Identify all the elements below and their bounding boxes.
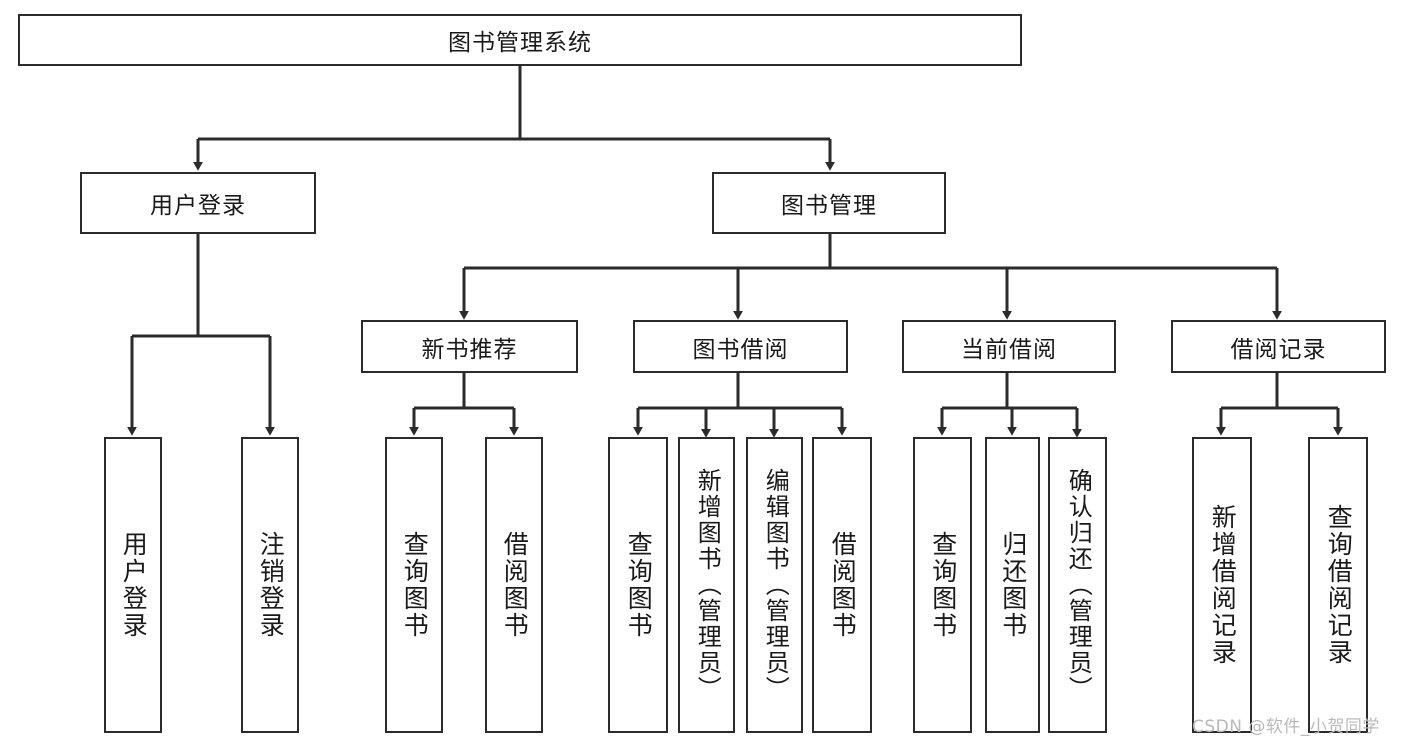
leaf-book-borrow-edit[interactable]: 编辑图书（管理员） (746, 437, 803, 733)
node-user-login[interactable]: 用户登录 (80, 172, 316, 234)
node-label: 确认归还（管理员） (1064, 468, 1093, 702)
node-label: 新增借阅记录 (1208, 504, 1238, 666)
leaf-current-borrow-query[interactable]: 查询图书 (913, 437, 972, 733)
node-label: 查询图书 (928, 531, 958, 639)
node-label: 借阅图书 (500, 531, 530, 639)
leaf-borrow-record-query[interactable]: 查询借阅记录 (1308, 437, 1368, 733)
leaf-new-book-borrow[interactable]: 借阅图书 (485, 437, 543, 733)
node-label: 查询图书 (400, 531, 430, 639)
csdn-watermark: CSDN @软件_小贺同学 (1192, 717, 1380, 737)
leaf-user-login-login[interactable]: 用户登录 (104, 437, 162, 733)
node-label: 图书借阅 (692, 336, 789, 363)
leaf-new-book-query[interactable]: 查询图书 (385, 437, 443, 733)
node-book-borrow[interactable]: 图书借阅 (633, 320, 848, 373)
leaf-borrow-record-add[interactable]: 新增借阅记录 (1192, 437, 1252, 733)
leaf-book-borrow-add[interactable]: 新增图书（管理员） (678, 437, 735, 733)
leaf-book-borrow-query[interactable]: 查询图书 (608, 437, 668, 733)
node-label: 当前借阅 (961, 336, 1057, 363)
node-label: 图书管理系统 (448, 30, 592, 56)
node-borrow-record[interactable]: 借阅记录 (1171, 320, 1386, 373)
leaf-current-borrow-return[interactable]: 归还图书 (985, 437, 1040, 733)
node-label: 用户登录 (150, 193, 246, 219)
node-label: 新增图书（管理员） (693, 468, 722, 702)
node-label: 用户登录 (119, 531, 149, 639)
leaf-book-borrow-borrow[interactable]: 借阅图书 (812, 437, 872, 733)
node-label: 查询图书 (624, 531, 654, 639)
node-label: 借阅图书 (828, 531, 858, 639)
node-label: 查询借阅记录 (1324, 504, 1354, 666)
node-label: 注销登录 (256, 531, 286, 639)
node-label: 图书管理 (781, 193, 877, 219)
node-book-management[interactable]: 图书管理 (712, 172, 946, 234)
leaf-user-login-logout[interactable]: 注销登录 (241, 437, 299, 733)
node-label: 编辑图书（管理员） (761, 468, 790, 702)
node-current-borrow[interactable]: 当前借阅 (902, 320, 1116, 373)
node-label: 新书推荐 (421, 336, 518, 363)
node-label: 借阅记录 (1230, 336, 1327, 363)
node-root-book-management-system[interactable]: 图书管理系统 (18, 14, 1022, 66)
leaf-current-borrow-confirm-return[interactable]: 确认归还（管理员） (1048, 437, 1107, 733)
node-new-book-recommend[interactable]: 新书推荐 (361, 320, 578, 373)
node-label: 归还图书 (998, 531, 1028, 639)
